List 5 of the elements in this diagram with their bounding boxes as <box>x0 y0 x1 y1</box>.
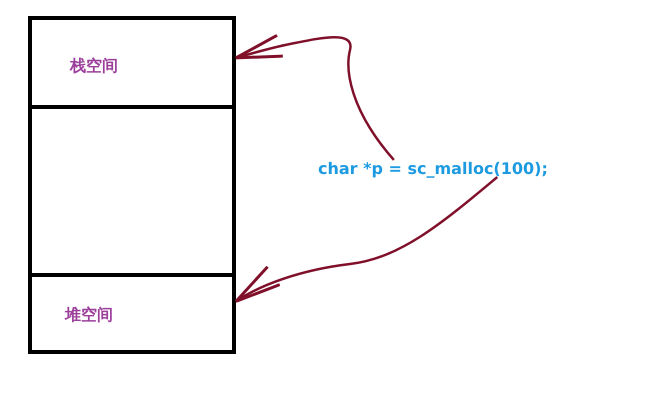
curved-arrow <box>234 34 395 161</box>
region-label: 堆空间 <box>65 305 113 326</box>
region-label: 栈空间 <box>70 56 118 77</box>
code-text: char *p = sc_malloc(100); <box>318 159 548 178</box>
curved-arrow <box>234 176 498 303</box>
